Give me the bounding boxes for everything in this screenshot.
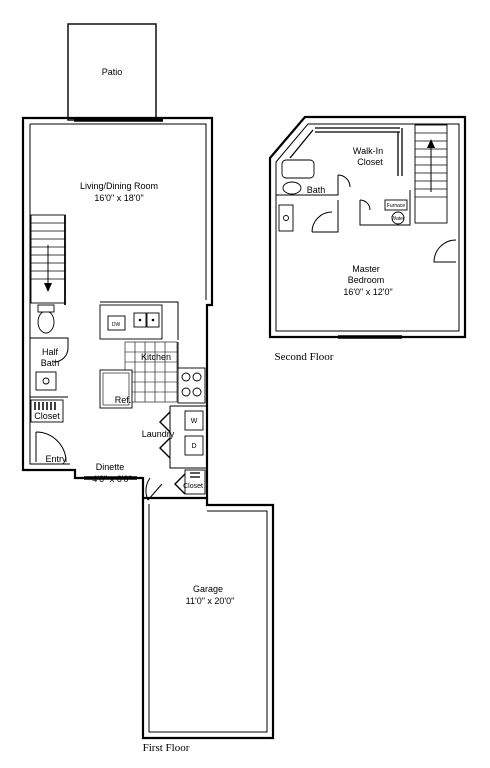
- garage-dims: 11'0" x 20'0": [186, 596, 235, 606]
- refrigerator-label: Ref.: [115, 395, 132, 405]
- half-bath-label-2: Bath: [41, 358, 60, 368]
- dishwasher-box: [107, 315, 126, 331]
- second-floor-caption: Second Floor: [275, 351, 334, 363]
- water-heater-icon: [391, 211, 405, 225]
- half-bath-label-1: Half: [42, 347, 59, 357]
- living-room-label: Living/Dining Room: [80, 181, 158, 191]
- refrigerator-box: [99, 369, 133, 409]
- dryer-label: D: [191, 443, 196, 450]
- half-bath: [30, 304, 69, 398]
- second-floor-bath: [276, 159, 351, 233]
- entry-door: [35, 431, 67, 463]
- furnace-box: [384, 199, 408, 211]
- first-floor-caption: First Floor: [143, 742, 190, 754]
- kitchen-label: Kitchen: [141, 352, 171, 362]
- patio-area: [67, 23, 157, 121]
- garage-entry-door: [145, 477, 163, 501]
- garage-closet-label: Closet: [183, 483, 203, 490]
- upper-bath-label: Bath: [307, 185, 326, 195]
- bathtub-icon: [281, 159, 315, 179]
- first-floor-inner-walls: [29, 123, 207, 465]
- toilet-icon: [37, 310, 55, 334]
- garage-label: Garage: [193, 584, 223, 594]
- second-floor-walls: [268, 115, 467, 339]
- master-bedroom-dims: 16'0" x 12'0": [343, 287, 392, 297]
- dinette-label: Dinette: [96, 462, 125, 472]
- second-floor-plan: [268, 115, 467, 339]
- washer-box: [184, 410, 204, 431]
- dishwasher-label: DW: [112, 322, 121, 328]
- hall-closet: [30, 399, 64, 423]
- walkin-closet-label-2: Closet: [357, 157, 383, 167]
- garage-walls: [141, 498, 275, 740]
- walkin-closet-label-1: Walk-In: [353, 146, 383, 156]
- furnace-label: Furnace: [387, 203, 406, 209]
- living-room-dims: 16'0" x 18'0": [94, 193, 143, 203]
- laundry-room: [159, 405, 207, 469]
- walk-in-closet-shelves: [289, 127, 403, 176]
- entry-label: Entry: [45, 454, 67, 464]
- first-floor-stairs: [30, 214, 66, 305]
- second-floor-stairs: [414, 124, 457, 263]
- mechanical-room: [359, 190, 411, 226]
- kitchen-counters: [99, 301, 206, 404]
- garage-closet: [174, 469, 206, 495]
- hall-closet-label: Closet: [34, 411, 60, 421]
- master-bedroom-label-2: Bedroom: [348, 275, 385, 285]
- master-bedroom-label-1: Master: [352, 264, 380, 274]
- water-heater-label: Water: [391, 216, 404, 222]
- laundry-label: Laundry: [142, 429, 175, 439]
- dinette-dims: 4'6" x 6'0": [92, 474, 131, 484]
- patio-label: Patio: [102, 67, 123, 77]
- stove-icon: [177, 367, 206, 404]
- first-floor-plan: [21, 23, 275, 740]
- kitchen-tile-floor: [124, 341, 178, 403]
- washer-label: W: [191, 418, 198, 425]
- toilet-upper-icon: [282, 181, 302, 195]
- dryer-box: [184, 435, 204, 456]
